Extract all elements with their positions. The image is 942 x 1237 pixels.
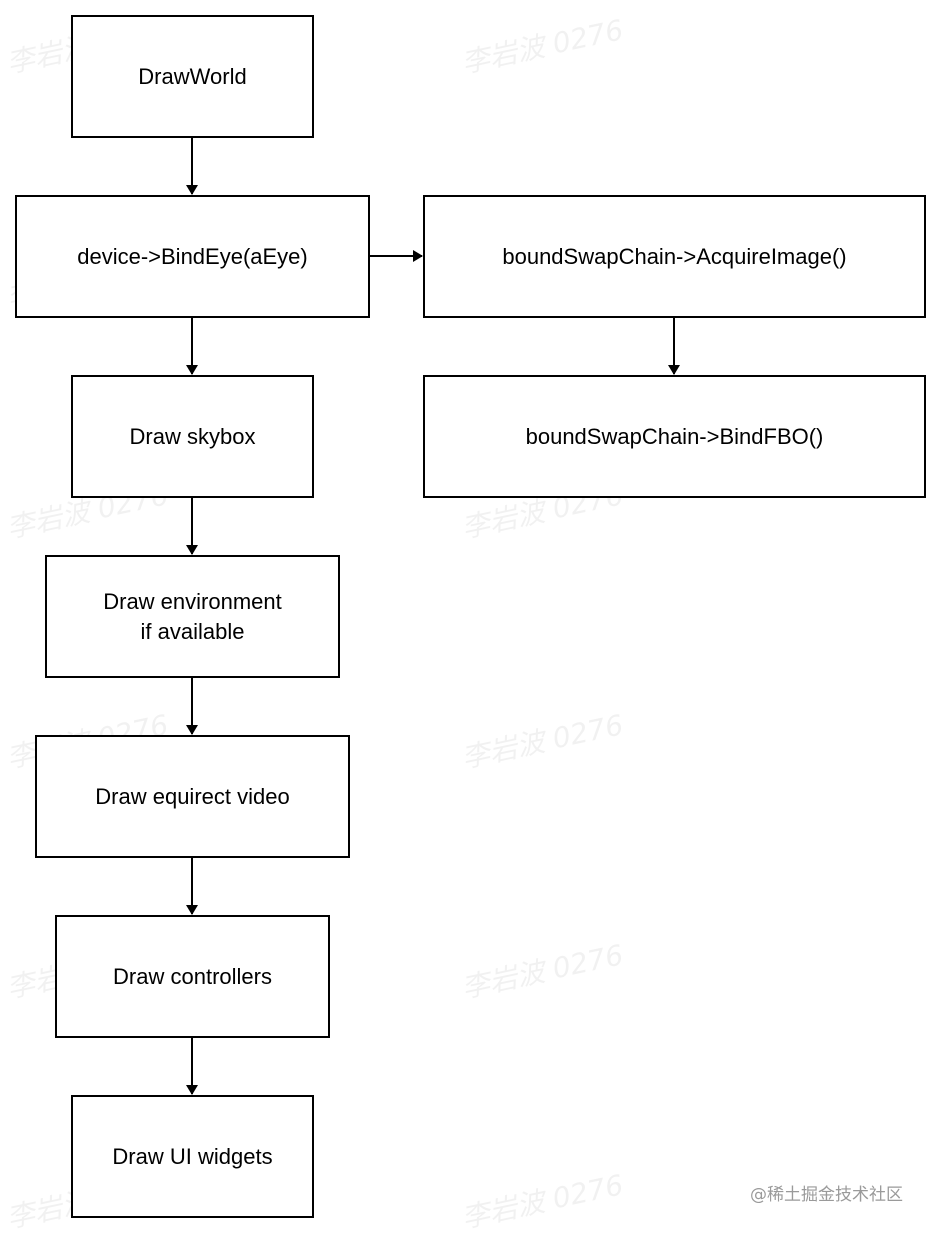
node-acquire-image: boundSwapChain->AcquireImage() — [423, 195, 926, 318]
node-draw-ui-widgets: Draw UI widgets — [71, 1095, 314, 1218]
node-bind-eye: device->BindEye(aEye) — [15, 195, 370, 318]
node-draw-environment: Draw environment if available — [45, 555, 340, 678]
node-draw-skybox: Draw skybox — [71, 375, 314, 498]
footer-credit: @稀土掘金技术社区 — [750, 1185, 903, 1205]
node-bind-fbo: boundSwapChain->BindFBO() — [423, 375, 926, 498]
node-draw-world: DrawWorld — [71, 15, 314, 138]
node-draw-controllers: Draw controllers — [55, 915, 330, 1038]
node-draw-equirect-video: Draw equirect video — [35, 735, 350, 858]
